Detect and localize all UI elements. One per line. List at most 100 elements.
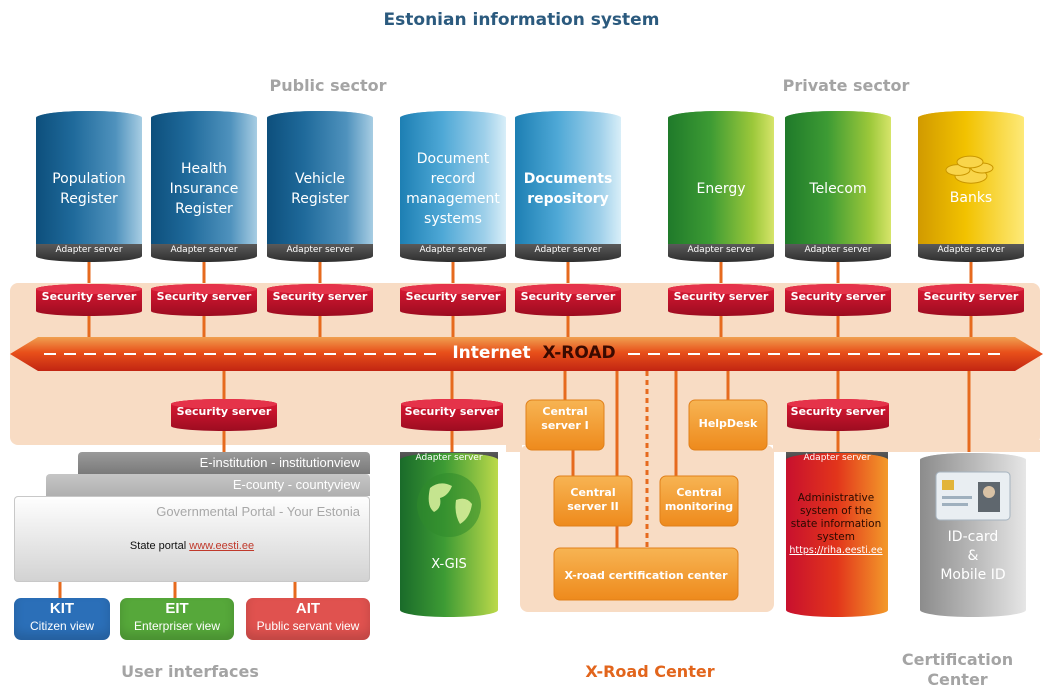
database-label-line: Register bbox=[291, 191, 349, 207]
riha-link[interactable]: https://riha.eesti.ee bbox=[789, 545, 883, 556]
state-portal-prefix: State portal bbox=[129, 540, 190, 552]
idcard-line2: & bbox=[967, 548, 979, 564]
xroad-center-label: X-Road Center bbox=[585, 662, 715, 681]
adapter-server-label: Adapter server bbox=[415, 453, 483, 463]
xgis-label: X-GIS bbox=[431, 557, 467, 572]
xroad-name: X-ROAD bbox=[542, 343, 616, 363]
security-server-label: Security server bbox=[405, 290, 501, 303]
view-button-kit[interactable]: KIT Citizen view bbox=[14, 598, 110, 640]
security-server-top bbox=[171, 399, 277, 409]
view-label: Enterpriser view bbox=[133, 619, 221, 633]
security-server-top bbox=[785, 284, 891, 294]
e-county-label: E-county - countyview bbox=[232, 477, 360, 492]
database-label-line: Vehicle bbox=[294, 171, 346, 187]
id-card-icon bbox=[935, 471, 1011, 521]
central-server-2: Central server II bbox=[554, 486, 632, 514]
database-label-line: Energy bbox=[696, 181, 746, 197]
private-sector-label: Private sector bbox=[782, 76, 910, 95]
view-code: AIT bbox=[295, 600, 321, 617]
adapter-server-label: Adapter server bbox=[170, 245, 238, 255]
central-server-1-line1: Central bbox=[542, 405, 588, 418]
adapter-server-label: Adapter server bbox=[55, 245, 123, 255]
certification-label: Certification Center bbox=[900, 650, 1015, 690]
security-server-label: Security server bbox=[520, 290, 616, 303]
adapter-server bbox=[400, 244, 506, 262]
user-interfaces-label: User interfaces bbox=[121, 662, 259, 681]
idcard-line3: Mobile ID bbox=[940, 567, 1006, 583]
database-label-line: Register bbox=[60, 191, 118, 207]
database-label-line: systems bbox=[424, 211, 482, 227]
adapter-server-label: Adapter server bbox=[804, 245, 872, 255]
state-portal-link[interactable]: www.eesti.ee bbox=[189, 540, 255, 552]
view-code: KIT bbox=[49, 600, 75, 617]
center-boxes bbox=[525, 399, 768, 601]
view-button-ait[interactable]: AIT Public servant view bbox=[246, 598, 370, 640]
governmental-portal-box[interactable]: Governmental Portal - Your Estonia State… bbox=[14, 496, 370, 582]
database-label-line: repository bbox=[527, 191, 609, 207]
security-server-label: Security server bbox=[790, 290, 886, 303]
adapter-server-label: Adapter server bbox=[937, 245, 1005, 255]
security-server-top bbox=[267, 284, 373, 294]
database-label-line: record bbox=[430, 171, 476, 187]
helpdesk-box bbox=[688, 399, 768, 451]
database-population bbox=[36, 111, 142, 251]
security-server-label: Security server bbox=[790, 405, 886, 418]
riha-line1: Administrative bbox=[797, 492, 875, 504]
idcard-line1: ID-card bbox=[947, 529, 999, 545]
database-docrepo bbox=[515, 111, 621, 251]
state-portal-line: State portal www.eesti.ee bbox=[14, 540, 370, 552]
database-health bbox=[151, 111, 257, 251]
database-label-line: Telecom bbox=[809, 181, 867, 197]
globe-icon bbox=[417, 473, 481, 537]
xroad-certification-center: X-road certification center bbox=[564, 569, 728, 582]
database-vehicle bbox=[267, 111, 373, 251]
adapter-server-label: Adapter server bbox=[534, 245, 602, 255]
view-label: Citizen view bbox=[29, 619, 95, 633]
adapter-server-label: Adapter server bbox=[803, 453, 871, 463]
central-monitoring-box bbox=[659, 475, 739, 527]
xroad-label: Internet X-ROAD bbox=[440, 343, 628, 363]
security-server-top bbox=[400, 284, 506, 294]
security-server-top bbox=[918, 284, 1024, 294]
riha-cylinder bbox=[786, 453, 888, 617]
database-label-banks: Banks bbox=[918, 188, 1024, 208]
e-institution-label: E-institution - institutionview bbox=[199, 455, 360, 470]
adapter-server bbox=[267, 244, 373, 262]
central-server-2-line2: server II bbox=[567, 500, 619, 513]
security-servers bbox=[36, 284, 1024, 431]
database-label-line: management bbox=[406, 191, 500, 207]
database-label-line: Insurance bbox=[169, 181, 239, 197]
riha-line2: system of the bbox=[800, 505, 872, 517]
e-county-tab[interactable]: E-county - countyview bbox=[46, 474, 370, 496]
coins-icon bbox=[945, 155, 994, 184]
helpdesk: HelpDesk bbox=[698, 417, 758, 430]
central-server-1-box bbox=[525, 399, 605, 451]
xroad-certification-center-box bbox=[553, 547, 739, 601]
security-server-label: Security server bbox=[673, 290, 769, 303]
view-label: Public servant view bbox=[256, 619, 360, 633]
adapter-server bbox=[151, 244, 257, 262]
security-server-label: Security server bbox=[176, 405, 272, 418]
database-label-line: Population bbox=[52, 171, 126, 187]
riha-line3: state information bbox=[790, 518, 882, 530]
central-monitoring-line1: Central bbox=[676, 486, 722, 499]
e-institution-tab[interactable]: E-institution - institutionview bbox=[78, 452, 370, 474]
database-label-line: Health bbox=[181, 161, 227, 177]
security-server-top bbox=[401, 399, 503, 409]
central-monitoring-line2: monitoring bbox=[664, 500, 734, 513]
database-telecom bbox=[785, 111, 891, 251]
internet-label: Internet bbox=[452, 343, 531, 363]
idcard-label: ID-card & Mobile ID bbox=[920, 528, 1026, 585]
security-server-top bbox=[787, 399, 889, 409]
adapter-server bbox=[918, 244, 1024, 262]
riha-label: Administrative system of the state infor… bbox=[786, 492, 886, 557]
page-title: Estonian information system bbox=[383, 10, 660, 30]
